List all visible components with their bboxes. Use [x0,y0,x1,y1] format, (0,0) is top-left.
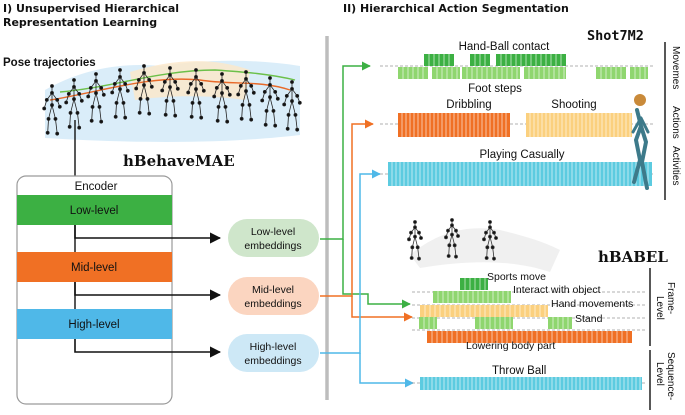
high-level-block [17,309,172,339]
seg-hand-ball-1 [424,54,454,66]
arrow-to-low-embeddings [74,225,222,244]
high-emb-line1: High-level [250,341,297,353]
seg-foot-2 [432,67,460,79]
label-stand: Stand [575,313,603,325]
encoder-box [16,175,173,405]
seg-foot-1 [398,67,428,79]
low-emb-line2: embeddings [244,240,301,252]
seg-shooting [526,113,632,137]
dataset-hbabel: hBABEL [598,248,668,266]
arrow-to-mid-embeddings [74,282,222,301]
pose-skeleton [260,76,280,128]
encoder-label: Encoder [75,181,118,193]
seg-stand-1 [419,317,437,329]
pose-skeleton [212,72,232,124]
label-playing-casually: Playing Casually [479,149,564,161]
hbabel-skeletons-illustration [407,218,560,272]
left-title-line2: Representation Learning [3,16,157,29]
basketball-player-illustration [631,94,650,190]
pose-skeleton [160,66,180,118]
hbabel-skeleton [444,218,460,259]
label-lowering-body-part: Lowering body part [466,340,555,352]
seg-hand-ball-3 [496,54,566,66]
orange-connector-shot [320,119,374,297]
pose-trajectories-label: Pose trajectories [3,57,96,69]
high-level-embeddings [228,334,319,372]
hbabel-skeleton [407,220,423,261]
label-foot-steps: Foot steps [468,83,522,95]
side-actions: Actions [670,106,681,139]
seg-sports-move [460,278,488,290]
side-sequence-line2: Level [654,362,665,386]
label-interact-with-object: Interact with object [513,284,601,296]
green-connector-shot [320,61,371,240]
seg-interact [433,291,511,303]
right-title: II) Hierarchical Action Segmentation [343,2,569,15]
seg-playing-casually [388,162,652,186]
seg-foot-3 [462,67,520,79]
arrow-to-high-embeddings [74,339,222,358]
pose-trajectories-illustration [42,60,302,142]
model-name-hbehavemae: hBehaveMAE [123,152,235,170]
blue-connector-babel [359,353,414,388]
high-emb-line2: embeddings [244,355,301,367]
seg-throw-ball [420,377,642,390]
pose-skeleton [282,80,302,132]
seg-foot-5 [596,67,626,79]
pose-skeleton [186,68,206,120]
hbabel-segmentation-tracks [412,278,645,390]
hbabel-skeleton [482,220,498,261]
seg-hand-movements [420,305,548,317]
low-level-label: Low-level [70,205,119,217]
left-title-line1: I) Unsupervised Hierarchical [3,2,179,15]
mid-level-label: Mid-level [71,262,117,274]
blue-connector-shot [320,169,381,354]
low-level-embeddings [228,219,319,257]
side-sequence-line1: Sequence- [665,352,676,400]
seg-stand-2 [475,317,513,329]
side-activities: Activities [670,146,681,185]
pose-skeleton [86,72,106,124]
seg-lowering [427,331,632,343]
pose-skeleton [134,64,154,116]
seg-foot-4 [524,67,566,79]
dataset-shot7m2: Shot7M2 [587,28,644,44]
pose-skeleton [236,70,256,122]
label-shooting: Shooting [551,99,596,111]
label-hand-movements: Hand movements [551,298,633,310]
green-connector-babel [342,239,411,309]
seg-foot-6 [630,67,648,79]
mid-level-block [17,252,172,282]
seg-hand-ball-2 [470,54,490,66]
low-emb-line1: Low-level [251,226,295,238]
pose-skeleton [110,68,130,120]
low-level-block [17,195,172,225]
side-frame-line1: Frame- [665,282,676,314]
label-dribbling: Dribbling [446,99,491,111]
mid-level-embeddings [228,277,319,315]
high-level-label: High-level [68,319,119,331]
label-throw-ball: Throw Ball [492,365,546,377]
seg-stand-3 [548,317,572,329]
seg-dribbling [398,113,510,137]
side-movemes: Movemes [670,46,681,89]
label-sports-move: Sports move [487,271,546,283]
label-hand-ball-contact: Hand-Ball contact [459,41,551,53]
shot7m2-segmentation-tracks [380,54,655,186]
mid-emb-line1: Mid-level [252,284,294,296]
pose-skeleton [42,84,62,136]
orange-connector-babel [351,296,413,322]
mid-emb-line2: embeddings [244,298,301,310]
side-frame-line2: Level [654,296,665,320]
pose-skeleton [64,78,84,130]
